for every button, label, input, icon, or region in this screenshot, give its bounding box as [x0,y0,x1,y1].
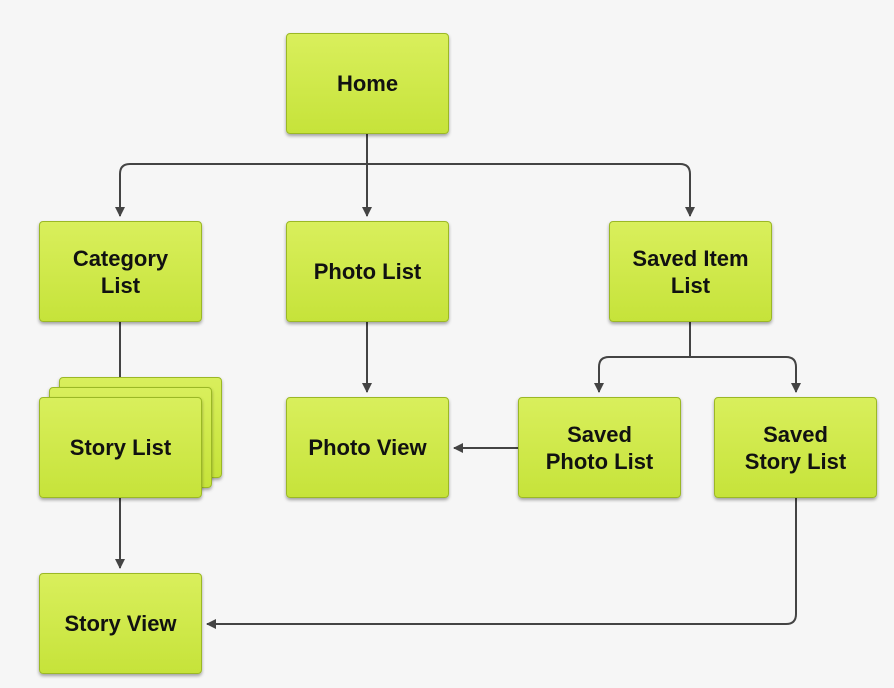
node-story-view: Story View [39,573,202,674]
node-saved-story-list: Saved Story List [714,397,877,498]
node-photo-view: Photo View [286,397,449,498]
node-story-list: Story List [39,397,202,498]
edge-saved-item-list-saved-photo-list [594,322,691,393]
node-saved-item-list: Saved Item List [609,221,772,322]
edge-saved-item-list-saved-story-list [690,356,801,393]
node-category-list: Category List [39,221,202,322]
edge-saved-story-list-story-view [206,498,797,629]
edge-home-category-list [115,134,368,217]
edge-home-saved-item-list [367,163,695,217]
node-home: Home [286,33,449,134]
node-saved-photo-list: Saved Photo List [518,397,681,498]
node-photo-list: Photo List [286,221,449,322]
